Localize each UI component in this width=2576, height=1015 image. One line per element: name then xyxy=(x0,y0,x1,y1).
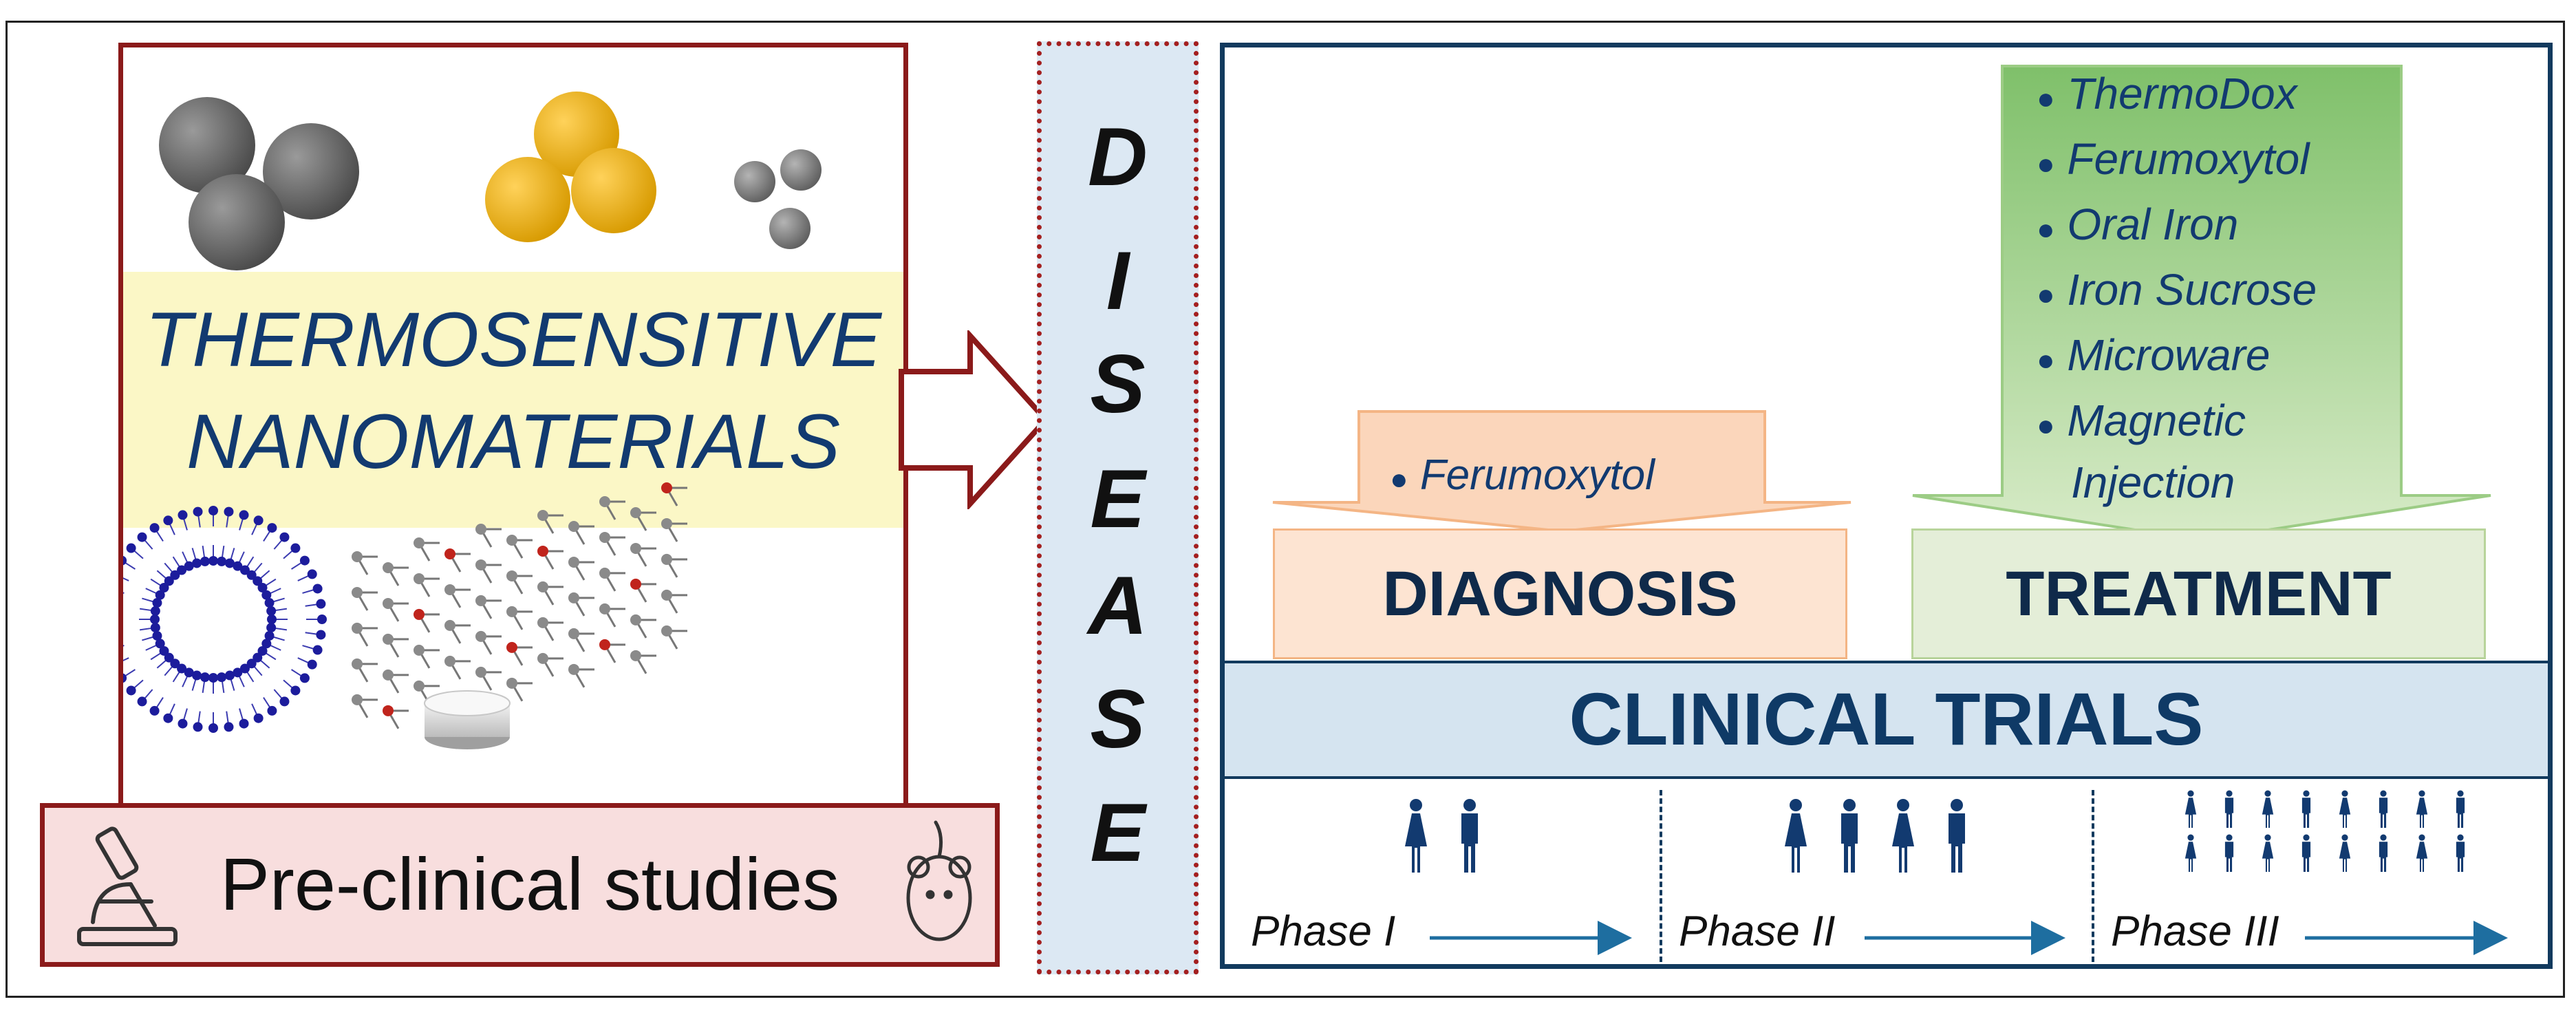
treatment-item: ● Microware xyxy=(2037,330,2271,380)
title-line-2: NANOMATERIALS xyxy=(186,398,841,484)
diagnosis-label: DIAGNOSIS xyxy=(1382,559,1738,629)
treatment-arrow xyxy=(1912,65,2491,542)
participant-icon xyxy=(1785,799,1807,873)
participant-icon xyxy=(2339,790,2351,828)
treatment-item: ● Oral Iron xyxy=(2037,200,2239,249)
diagnosis-box xyxy=(1273,528,1847,659)
participant-icon xyxy=(1461,799,1478,873)
mouse-icon xyxy=(906,820,972,941)
title-band xyxy=(123,272,903,528)
phase-label: Phase I xyxy=(1251,908,1396,955)
participant-icon xyxy=(2185,834,2197,872)
participant-icon xyxy=(1949,799,1965,873)
participant-icon xyxy=(2416,834,2428,872)
participant-icon xyxy=(2456,790,2465,828)
treatment-item: Injection xyxy=(2071,458,2235,507)
outer-frame xyxy=(6,21,2565,998)
disease-letter: S xyxy=(1090,338,1146,430)
disease-letter: S xyxy=(1090,673,1146,765)
participant-icon xyxy=(2224,790,2234,828)
participant-icon xyxy=(1892,799,1914,873)
graphene-sheet xyxy=(352,482,687,729)
treatment-box xyxy=(1911,528,2486,659)
disease-letter: A xyxy=(1088,559,1148,652)
diagnosis-item: ● Ferumoxytol xyxy=(1390,451,1655,499)
participant-icon xyxy=(2456,834,2465,872)
disease-letter: D xyxy=(1088,111,1148,203)
phase-separator xyxy=(2092,790,2094,962)
treatment-item: ● Magnetic xyxy=(2037,396,2246,445)
disease-letter: E xyxy=(1090,787,1146,879)
participant-icon xyxy=(2301,790,2311,828)
participant-icon xyxy=(2262,834,2274,872)
participant-icon xyxy=(2262,790,2274,828)
phase-label: Phase II xyxy=(1679,908,1836,955)
participant-icon xyxy=(2224,834,2234,872)
phase-label: Phase III xyxy=(2111,908,2279,955)
participant-icon xyxy=(2379,834,2388,872)
phase-arrows xyxy=(1430,921,2508,955)
gray-nanoparticles xyxy=(159,97,359,270)
liposome xyxy=(123,506,327,733)
disease-letter: I xyxy=(1106,235,1130,327)
disease-column xyxy=(1037,41,1199,974)
participant-icon xyxy=(2339,834,2351,872)
gold-nanoparticles xyxy=(485,92,656,242)
diagnosis-arrow xyxy=(1272,410,1852,533)
treatment-item: ● ThermoDox xyxy=(2037,69,2297,118)
clinical-trials-label: CLINICAL TRIALS xyxy=(1569,677,2204,760)
preclinical-label: Pre-clinical studies xyxy=(219,842,840,926)
phase-separator xyxy=(1660,790,1662,962)
participant-icon xyxy=(2185,790,2197,828)
nanomaterials-illustration xyxy=(123,92,822,749)
microscope-icon xyxy=(77,826,178,946)
right-arrow xyxy=(899,330,1050,509)
treatment-label: TREATMENT xyxy=(2006,559,2392,629)
participant-icon xyxy=(1841,799,1858,873)
small-nanoparticles xyxy=(734,149,822,249)
participant-icon xyxy=(2379,790,2388,828)
preclinical-box xyxy=(40,803,1000,967)
participant-icon xyxy=(1405,799,1427,873)
nanomaterials-title: THERMOSENSITIVE NANOMATERIALS xyxy=(123,289,903,493)
participant-icons xyxy=(1405,790,2465,873)
clinical-trials-band xyxy=(1225,661,2548,779)
hydrogel-disk xyxy=(424,690,511,749)
title-line-1: THERMOSENSITIVE xyxy=(144,297,882,383)
treatment-item: ● Iron Sucrose xyxy=(2037,265,2317,314)
participant-icon xyxy=(2301,834,2311,872)
disease-letter: E xyxy=(1090,453,1146,545)
participant-icon xyxy=(2416,790,2428,828)
trial-participants xyxy=(1405,790,2465,873)
treatment-item: ● Ferumoxytol xyxy=(2037,134,2310,184)
